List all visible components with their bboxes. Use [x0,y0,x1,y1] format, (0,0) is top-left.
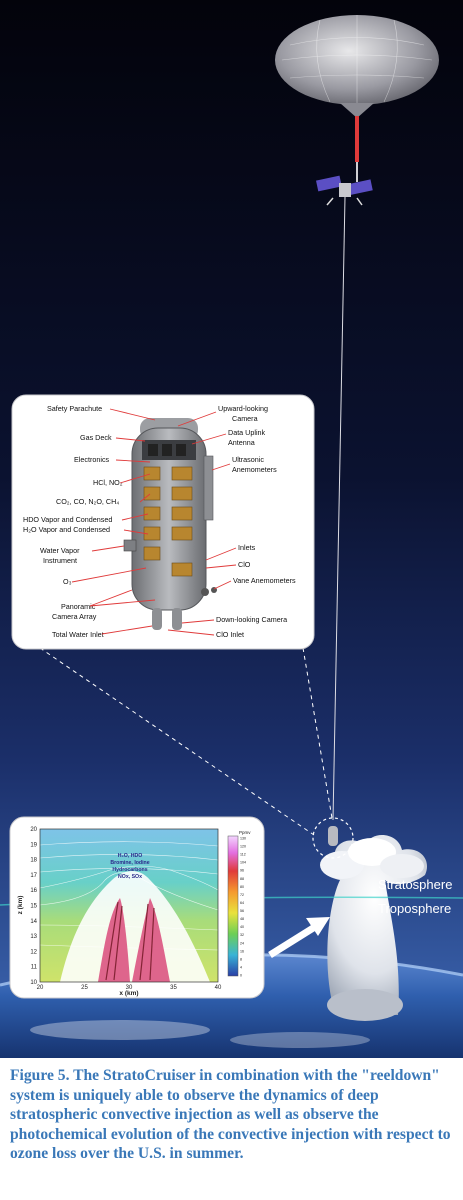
colorbar-tick-label: 104 [240,861,246,865]
y-tick-label: 18 [30,858,37,864]
y-tick-label: 14 [30,919,37,925]
svg-text:Hydrocarbons: Hydrocarbons [112,867,147,873]
label-electronics: Electronics [74,455,110,464]
plume-core-left [98,898,130,982]
label-data-uplink: Data Uplink [228,428,266,437]
colorbar-tick-label: 130 [240,837,246,841]
colorbar-tick-label: 112 [240,853,246,857]
label-hcl-no2: HCl, NO₂ [93,478,123,487]
gondola-detail-panel: Safety Parachute Gas Deck Electronics HC… [11,394,315,650]
label-upward-camera-2: Camera [232,414,258,423]
colorbar-tick-label: 48 [240,917,244,921]
svg-text:NOx, SOx: NOx, SOx [118,874,142,880]
convective-storm-cloud [320,834,428,1021]
illustration-svg: Stratosphere Troposphere [0,0,463,1058]
pointer-arrow-icon [268,917,330,958]
label-inlets: Inlets [238,543,256,552]
label-clo: ClO [238,560,251,569]
colorbar-tick-label: 0 [240,974,242,978]
label-antenna: Antenna [228,438,255,447]
label-h2o-vapor: H₂O Vapor and Condensed [23,525,110,534]
plot-frame [39,828,219,983]
label-down-camera: Down-looking Camera [216,615,287,624]
label-upward-camera: Upward-looking [218,404,268,413]
convection-plot-panel: H₂O, HDO Bromine, Iodine Hydrocarbons NO… [9,816,265,999]
colorbar-tick-label: 72 [240,893,244,897]
stratosphere-label: Stratosphere [378,877,452,892]
reeldown-gondola-icon [328,826,338,846]
y-tick-label: 20 [30,827,37,833]
label-total-water-inlet: Total Water Inlet [52,630,104,639]
troposphere-label: Troposphere [378,901,451,916]
label-clo-inlet: ClO Inlet [216,630,244,639]
colorbar [227,835,239,977]
label-vane-anemometers: Vane Anemometers [233,576,296,585]
colorbar-tick-label: 32 [240,933,244,937]
label-instrument: Instrument [43,556,77,565]
x-axis-label: x (km) [119,990,138,997]
y-tick-label: 10 [30,980,37,986]
colorbar-tick-label: 80 [240,885,244,889]
y-axis-label: z (km) [17,896,24,915]
label-camera-array: Camera Array [52,612,97,621]
label-ultrasonic: Ultrasonic [232,455,264,464]
x-tick-label: 20 [37,985,44,991]
colorbar-tick-label: 96 [240,869,244,873]
colorbar-tick-label: 4 [240,965,242,969]
x-axis-ticks: 20 25 30 35 40 [37,985,222,991]
gondola-cutaway [123,418,217,630]
colorbar-tick-label: 16 [240,949,244,953]
label-hdo-vapor: HDO Vapor and Condensed [23,515,112,524]
reeldown-tether [332,196,346,821]
x-tick-label: 35 [170,985,177,991]
species-labels: H₂O, HDO Bromine, Iodine Hydrocarbons NO… [110,853,149,880]
y-tick-label: 13 [30,934,37,940]
balloon [275,15,439,118]
label-panoramic: Panoramic [61,602,96,611]
label-water-vapor: Water Vapor [40,546,80,555]
caption-text: Figure 5. The StratoCruiser in combinati… [10,1067,451,1162]
colorbar-tick-label: 40 [240,925,244,929]
gondola-highlight-circle [312,817,354,859]
y-tick-label: 11 [31,965,38,971]
y-tick-label: 12 [30,949,37,955]
label-safety-parachute: Safety Parachute [47,404,102,413]
colorbar-tick-label: 24 [240,941,244,945]
svg-text:H₂O, HDO: H₂O, HDO [118,853,143,859]
label-co2-co-n2o-ch4: CO₂, CO, N₂O, CH₄ [56,497,119,506]
y-tick-label: 17 [30,873,37,879]
label-gas-deck: Gas Deck [80,433,112,442]
colorbar-tick-label: 120 [240,845,246,849]
colorbar-tick-label: 64 [240,901,244,905]
label-leader-arrows [71,408,237,636]
figure-caption: Figure 5. The StratoCruiser in combinati… [0,1058,463,1200]
colorbar-tick-label: 88 [240,877,244,881]
label-o3: O₃ [63,577,72,586]
earth-cloud [30,1020,210,1040]
svg-text:Bromine, Iodine: Bromine, Iodine [110,860,149,866]
colorbar-tick-label: 8 [240,957,242,961]
colorbar-title: Ppmv [239,830,251,835]
y-tick-label: 19 [30,842,37,848]
y-axis-ticks: 10 11 12 13 14 15 16 17 18 19 20 [30,827,37,986]
injected-plume [60,871,210,982]
label-anemometers: Anemometers [232,465,277,474]
earth-cloud [230,1032,370,1048]
illustration: Stratosphere Troposphere [0,0,463,1058]
y-tick-label: 15 [30,904,37,910]
x-tick-label: 30 [126,985,133,991]
colorbar-tick-label: 56 [240,909,244,913]
x-tick-label: 25 [81,985,88,991]
x-tick-label: 40 [215,985,222,991]
stratocruiser-gondola-icon [316,175,373,206]
y-tick-label: 16 [30,888,37,894]
